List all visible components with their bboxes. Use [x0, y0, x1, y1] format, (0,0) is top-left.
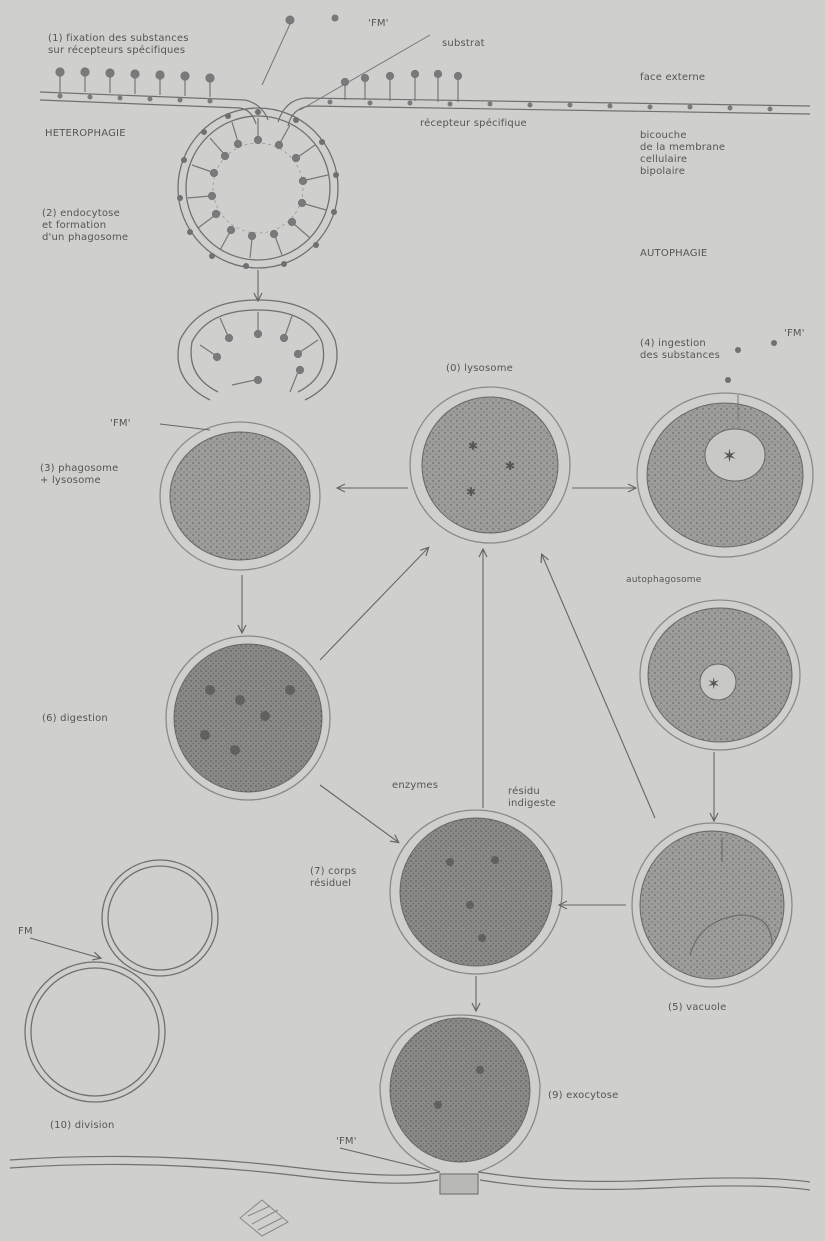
label-fm-bottom: 'FM'	[336, 1136, 357, 1148]
svg-text:✱: ✱	[505, 459, 515, 473]
label-heterophagie: HETEROPHAGIE	[45, 128, 126, 140]
lysosome-3	[160, 422, 320, 570]
label-endocytosis: (2) endocytose et formation d'un phagoso…	[42, 208, 128, 244]
division-cells	[25, 860, 218, 1102]
label-residual-body: (7) corps résiduel	[310, 866, 356, 890]
svg-text:✱: ✱	[468, 439, 478, 453]
label-autophagy-vacuole: (5) vacuole	[668, 1002, 726, 1014]
label-ingestion: (4) ingestion des substances	[640, 338, 720, 362]
label-external-face: face externe	[640, 72, 705, 84]
label-autophagie: AUTOPHAGIE	[640, 248, 707, 260]
label-division: (10) division	[50, 1120, 115, 1132]
arrows	[30, 270, 714, 1170]
svg-text:✶: ✶	[707, 674, 720, 693]
label-enzymes: enzymes	[392, 780, 438, 792]
bottom-membrane	[10, 1156, 810, 1194]
bottom-scribble	[240, 1200, 288, 1236]
label-fm-left: FM	[18, 926, 33, 938]
svg-text:✶: ✶	[722, 446, 737, 467]
vacuole-5	[632, 823, 792, 987]
label-indigestible: résidu indigeste	[508, 786, 556, 810]
lysosome-0: ✱ ✱ ✱	[410, 387, 570, 543]
autophagosome: ✶	[640, 600, 800, 750]
residual-body	[390, 810, 562, 974]
label-specific-receptor: récepteur spécifique	[420, 118, 527, 130]
exocytosis-cell	[380, 1015, 540, 1172]
autophagy-cell: ✶	[637, 340, 813, 557]
label-receptors-binding: (1) fixation des substances sur récepteu…	[48, 33, 189, 57]
incoming-particles	[262, 15, 430, 110]
vesicle-receptors	[188, 118, 328, 258]
label-digestion: (6) digestion	[42, 713, 108, 725]
label-exocytosis: (9) exocytose	[548, 1090, 618, 1102]
digestion-cell	[166, 636, 330, 800]
label-primary-lysosome: (0) lysosome	[446, 363, 513, 375]
label-fm-mid: 'FM'	[110, 418, 131, 430]
receptors-top-left	[56, 68, 214, 97]
svg-text:✱: ✱	[466, 485, 476, 499]
label-autophagosome: autophagosome	[626, 574, 702, 586]
label-fm-right: 'FM'	[784, 328, 805, 340]
phagosome	[178, 300, 337, 400]
label-phagosome-lysosome: (3) phagosome + lysosome	[40, 463, 118, 487]
label-fm-top: 'FM'	[368, 18, 389, 30]
label-substrate: substrat	[442, 38, 485, 50]
label-bilayer: bicouche de la membrane cellulaire bipol…	[640, 130, 725, 178]
